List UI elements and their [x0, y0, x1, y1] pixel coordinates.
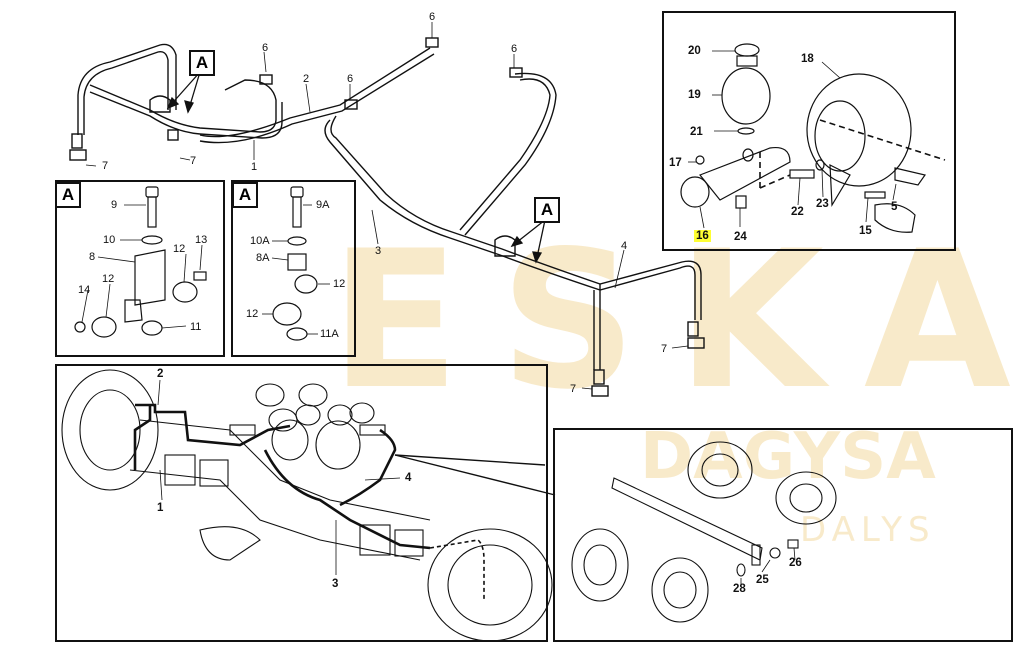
label-9a: 9A	[316, 199, 330, 211]
watermark-line1: DAGYSA	[640, 420, 936, 494]
label-2-top: 2	[303, 73, 310, 85]
label-19: 19	[688, 89, 701, 101]
label-10a: 10A	[250, 235, 270, 247]
watermark-line2: DALYS	[800, 510, 936, 550]
callout-a-top-middle: A	[534, 197, 560, 223]
label-11: 11	[190, 321, 202, 333]
watermark-brand: ESKA	[330, 210, 1021, 431]
detail-a-middle-frame	[231, 180, 356, 357]
label-7-a: 7	[102, 160, 109, 172]
label-23: 23	[816, 198, 829, 210]
label-7-d: 7	[570, 383, 577, 395]
label-6-b: 6	[347, 73, 354, 85]
label-8: 8	[89, 251, 96, 263]
label-3-top: 3	[375, 245, 382, 257]
detail-a-left-frame	[55, 180, 225, 357]
label-22: 22	[791, 206, 804, 218]
label-8a: 8A	[256, 252, 270, 264]
label-5: 5	[891, 201, 898, 213]
callout-a-top-left: A	[189, 50, 215, 76]
label-9: 9	[111, 199, 118, 211]
label-6-a: 6	[262, 42, 269, 54]
label-25: 25	[756, 574, 769, 586]
label-3-axle: 3	[332, 578, 339, 590]
label-28: 28	[733, 583, 746, 595]
label-13: 13	[195, 234, 208, 246]
brake-chambers-frame	[553, 428, 1013, 642]
label-11a: 11A	[320, 328, 339, 340]
label-15: 15	[859, 225, 872, 237]
axle-view-frame	[55, 364, 548, 642]
label-6-d: 6	[511, 43, 518, 55]
detail-a-middle-tag: A	[232, 182, 258, 208]
master-cylinder-frame	[662, 11, 956, 251]
label-14: 14	[78, 284, 91, 296]
label-12-mid-a: 12	[333, 278, 346, 290]
label-4-axle: 4	[405, 472, 412, 484]
label-4-top: 4	[621, 240, 628, 252]
detail-a-left-tag: A	[55, 182, 81, 208]
label-7-c: 7	[661, 343, 668, 355]
label-1-top: 1	[251, 161, 258, 173]
label-16-text: 16	[694, 230, 711, 242]
label-24: 24	[734, 231, 747, 243]
label-26: 26	[789, 557, 802, 569]
label-12-mid-b: 12	[246, 308, 259, 320]
label-12-left-b: 12	[102, 273, 115, 285]
label-20: 20	[688, 45, 701, 57]
label-18: 18	[801, 53, 814, 65]
label-7-b: 7	[190, 155, 197, 167]
label-2-axle: 2	[157, 368, 164, 380]
label-21: 21	[690, 126, 703, 138]
label-17: 17	[669, 157, 682, 169]
label-6-c: 6	[429, 11, 436, 23]
label-1-axle: 1	[157, 502, 164, 514]
label-12-left-a: 12	[173, 243, 186, 255]
label-10: 10	[103, 234, 116, 246]
label-16-highlighted: 16	[694, 230, 711, 242]
